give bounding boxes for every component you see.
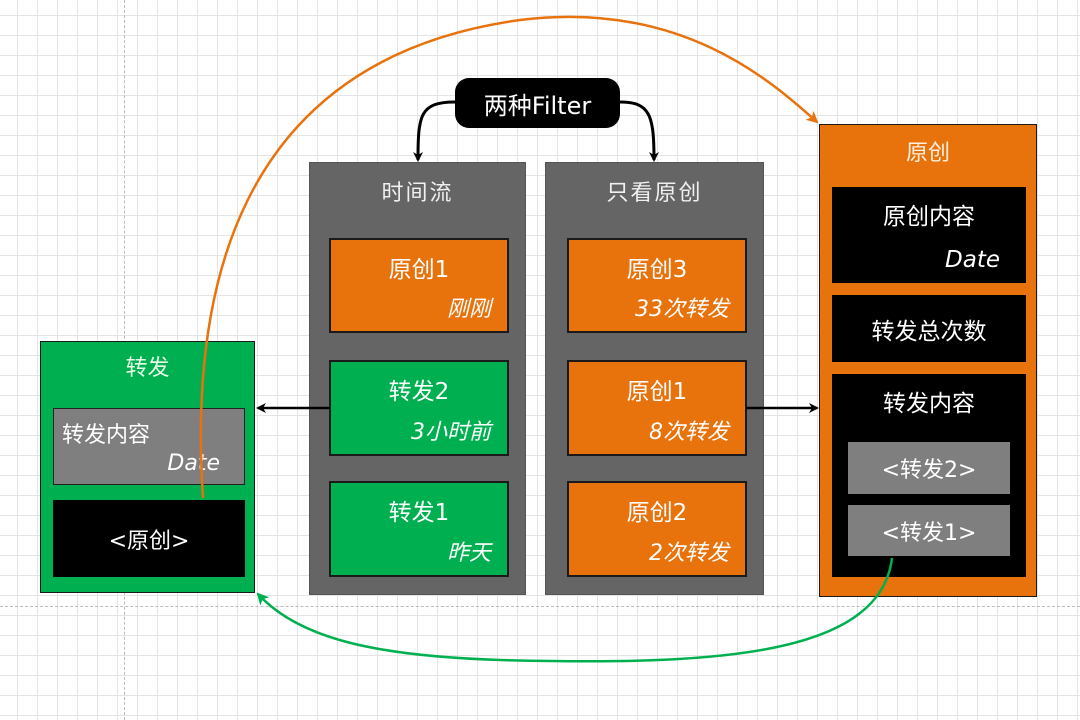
filter-title-node[interactable]: 两种Filter (455, 78, 620, 128)
timeline-card-original-1[interactable]: 原创1 刚刚 (329, 238, 509, 333)
repost-reference-2[interactable]: <转发2> (848, 442, 1010, 494)
original-detail-box[interactable]: 原创 原创内容 Date 转发总次数 转发内容 <转发2> <转发1> (819, 124, 1037, 597)
original-date-label: Date (945, 247, 1000, 273)
card-title: 原创1 (388, 257, 450, 283)
original-card-1[interactable]: 原创1 8次转发 (567, 360, 747, 456)
timeline-card-repost-1[interactable]: 转发1 昨天 (329, 481, 509, 577)
card-title: 转发1 (388, 500, 450, 526)
card-repost-count: 2次转发 (649, 541, 729, 566)
card-repost-count: 8次转发 (649, 420, 729, 445)
timeline-panel: 时间流 原创1 刚刚 转发2 3小时前 转发1 昨天 (309, 162, 526, 595)
filter-to-original-only-arrow (619, 100, 659, 162)
original-content-label: 原创内容 (883, 204, 975, 230)
repost-detail-box[interactable]: 转发 转发内容 Date <原创> (40, 341, 255, 593)
repost-content-label: 转发内容 (62, 423, 151, 448)
original-card-2[interactable]: 原创2 2次转发 (567, 481, 747, 577)
card-time: 刚刚 (446, 297, 491, 322)
repost-content-block: 转发内容 Date (53, 408, 245, 485)
card-time: 昨天 (446, 541, 491, 566)
repost-date-label: Date (167, 451, 220, 476)
card-title: 转发2 (388, 379, 450, 405)
timeline-panel-title: 时间流 (381, 181, 454, 206)
original-only-panel-title: 只看原创 (606, 181, 703, 206)
repost-total-count-block: 转发总次数 (832, 295, 1026, 362)
original-content-block: 原创内容 Date (832, 187, 1026, 283)
card-title: 原创2 (626, 500, 688, 526)
filter-to-timeline-arrow (413, 100, 456, 162)
reposts-content-block: 转发内容 <转发2> <转发1> (832, 374, 1026, 577)
card-time: 3小时前 (411, 420, 491, 445)
original-box-title: 原创 (905, 141, 950, 166)
original-only-panel: 只看原创 原创3 33次转发 原创1 8次转发 原创2 2次转发 (545, 162, 764, 595)
timeline-card-repost-2[interactable]: 转发2 3小时前 (329, 360, 509, 456)
guide-line-horizontal (0, 606, 1080, 607)
card-repost-count: 33次转发 (635, 297, 729, 322)
original-card-3[interactable]: 原创3 33次转发 (567, 238, 747, 333)
card-title: 原创1 (626, 379, 688, 405)
reposts-content-label: 转发内容 (883, 391, 975, 417)
repost-reference-1[interactable]: <转发1> (848, 505, 1010, 556)
repost-box-title: 转发 (125, 356, 170, 381)
original-reference-block[interactable]: <原创> (53, 500, 245, 577)
card-title: 原创3 (626, 257, 688, 283)
